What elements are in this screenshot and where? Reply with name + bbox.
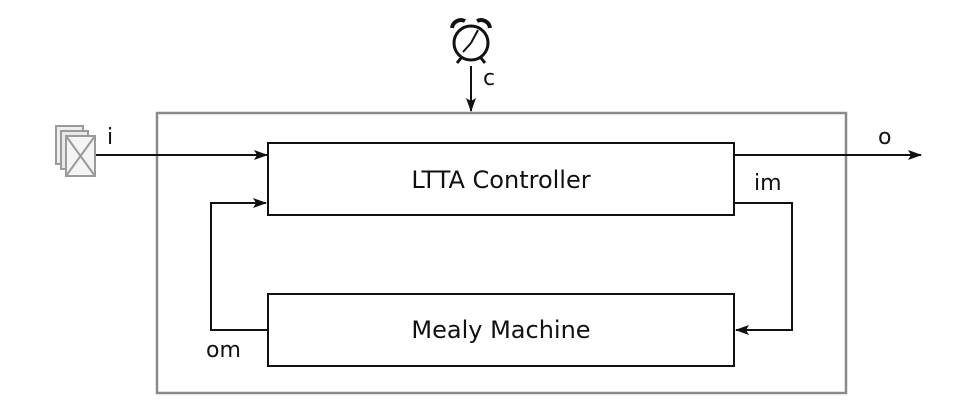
output-signal-label: o	[878, 125, 891, 150]
clock-signal-label: c	[483, 66, 495, 91]
input-signal-label: i	[107, 125, 113, 150]
im-signal-label: im	[754, 171, 782, 196]
ltta-controller-label: LTTA Controller	[411, 166, 590, 194]
stacked-frames-icon	[55, 125, 96, 177]
om-signal-arrow	[210, 198, 268, 331]
alarm-clock-icon	[450, 18, 492, 64]
ltta-controller-block	[267, 142, 735, 216]
outer-system-frame	[155, 111, 848, 395]
om-signal-label: om	[206, 338, 241, 363]
mealy-machine-block	[267, 293, 735, 367]
mealy-machine-label: Mealy Machine	[411, 316, 590, 344]
im-signal-arrow	[734, 202, 793, 335]
